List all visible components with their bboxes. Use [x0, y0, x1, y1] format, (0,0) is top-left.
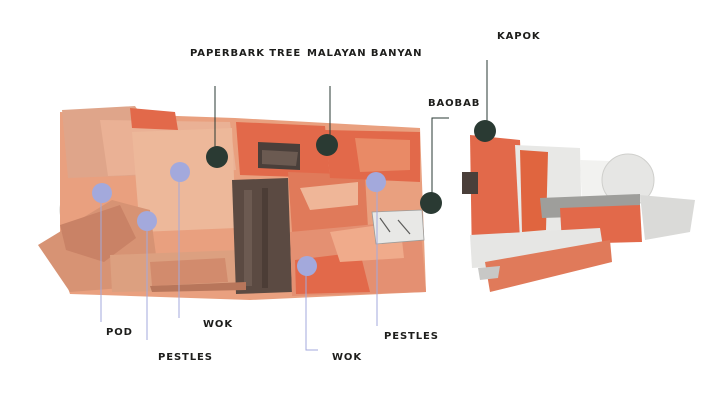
keel-bar: [150, 282, 246, 292]
paper-sketch-a: [379, 217, 391, 233]
marker-wok-right: [297, 256, 317, 276]
marker-pestles-right: [366, 172, 386, 192]
wood-grain-b: [262, 188, 268, 288]
leader-lines: [100, 60, 488, 351]
leader-baobab: [431, 117, 449, 203]
left-structure: [38, 106, 426, 300]
label-paperbark-tree: PAPERBARK TREE: [190, 48, 302, 59]
marker-pestles-left: [137, 211, 157, 231]
label-baobab: BAOBAB: [428, 98, 481, 109]
upper-right-light: [355, 138, 410, 172]
right-tail: [478, 266, 500, 280]
marker-malayan-banyan: [316, 134, 338, 156]
paper-insert: [371, 209, 425, 245]
label-kapok: KAPOK: [497, 31, 541, 42]
paper-sketch-b: [397, 219, 411, 235]
wood-grain-a: [244, 190, 252, 286]
right-dark-tab: [462, 172, 478, 194]
marker-wok-left: [170, 162, 190, 182]
right-nose: [640, 195, 695, 240]
right-red-block: [470, 135, 525, 262]
mid-upper-texture: [262, 150, 298, 166]
label-pestles-left: PESTLES: [158, 352, 213, 363]
markers: [92, 120, 496, 276]
label-pod: POD: [106, 327, 133, 338]
marker-baobab: [420, 192, 442, 214]
lower-band-shade: [150, 258, 228, 286]
marker-pod: [92, 183, 112, 203]
label-wok-left: WOK: [203, 319, 233, 330]
right-red-hull: [485, 240, 612, 292]
label-pestles-right: PESTLES: [384, 331, 439, 342]
hull-accent-a: [130, 108, 178, 130]
front-wedge-shade: [60, 205, 136, 262]
label-wok-right: WOK: [332, 352, 362, 363]
marker-kapok: [474, 120, 496, 142]
right-structure: [462, 135, 695, 292]
label-malayan-banyan: MALAYAN BANYAN: [307, 48, 423, 59]
right-red-strip: [520, 150, 548, 232]
mid-block-light: [300, 182, 358, 210]
marker-paperbark: [206, 146, 228, 168]
leader-wok-right: [305, 267, 318, 351]
